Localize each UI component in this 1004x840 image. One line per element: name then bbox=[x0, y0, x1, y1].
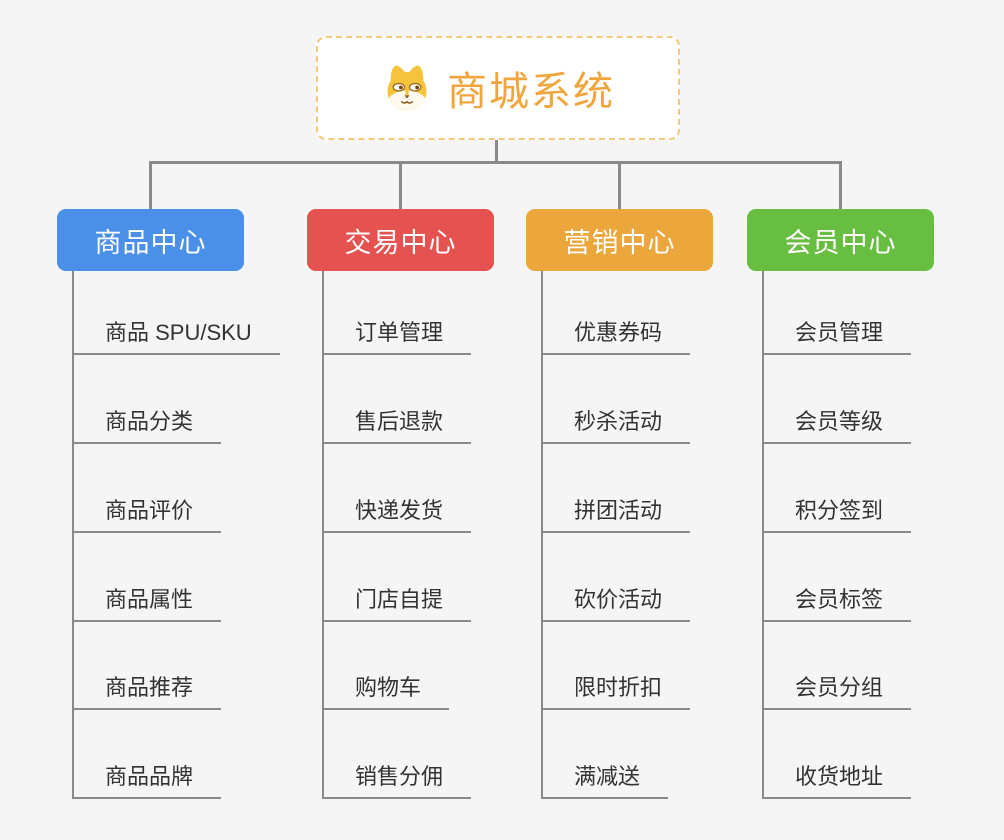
leaf-node[interactable]: 收货地址 bbox=[762, 757, 912, 799]
root-node-label: 商城系统 bbox=[447, 70, 615, 114]
leaf-node[interactable]: 商品分类 bbox=[72, 402, 222, 444]
leaf-node[interactable]: 会员标签 bbox=[762, 580, 912, 622]
root-node[interactable]: 商城系统 bbox=[316, 36, 680, 140]
connector-drop-branch-3 bbox=[618, 163, 621, 209]
leaf-node[interactable]: 优惠券码 bbox=[541, 313, 691, 355]
connector-root-stem bbox=[495, 140, 498, 161]
leaf-node[interactable]: 售后退款 bbox=[322, 402, 472, 444]
leaf-node[interactable]: 销售分佣 bbox=[322, 757, 472, 799]
leaf-node[interactable]: 商品 SPU/SKU bbox=[72, 313, 280, 355]
leaf-node[interactable]: 购物车 bbox=[322, 668, 450, 710]
leaf-node[interactable]: 砍价活动 bbox=[541, 580, 691, 622]
connector-drop-branch-4 bbox=[839, 163, 842, 209]
connector-drop-branch-2 bbox=[399, 163, 402, 209]
branch-node-product-center[interactable]: 商品中心 bbox=[57, 209, 244, 271]
connector-spine-marketing bbox=[541, 271, 543, 799]
connector-spine-member bbox=[762, 271, 764, 799]
leaf-node[interactable]: 会员分组 bbox=[762, 668, 912, 710]
leaf-node[interactable]: 快递发货 bbox=[322, 491, 472, 533]
connector-spine-product bbox=[72, 271, 74, 799]
leaf-node[interactable]: 拼团活动 bbox=[541, 491, 691, 533]
branch-node-trade-center[interactable]: 交易中心 bbox=[307, 209, 494, 271]
leaf-node[interactable]: 会员等级 bbox=[762, 402, 912, 444]
leaf-node[interactable]: 商品品牌 bbox=[72, 757, 222, 799]
dog-face-icon bbox=[381, 62, 433, 114]
leaf-node[interactable]: 会员管理 bbox=[762, 313, 912, 355]
leaf-node[interactable]: 商品评价 bbox=[72, 491, 222, 533]
branch-node-member-center[interactable]: 会员中心 bbox=[747, 209, 934, 271]
connector-drop-branch-1 bbox=[149, 163, 152, 209]
leaf-node[interactable]: 商品属性 bbox=[72, 580, 222, 622]
connector-spine-trade bbox=[322, 271, 324, 799]
leaf-node[interactable]: 秒杀活动 bbox=[541, 402, 691, 444]
leaf-node[interactable]: 订单管理 bbox=[322, 313, 472, 355]
branch-node-marketing-center[interactable]: 营销中心 bbox=[526, 209, 713, 271]
leaf-node[interactable]: 满减送 bbox=[541, 757, 669, 799]
leaf-node[interactable]: 门店自提 bbox=[322, 580, 472, 622]
connector-rail bbox=[149, 161, 842, 164]
leaf-node[interactable]: 商品推荐 bbox=[72, 668, 222, 710]
leaf-node[interactable]: 限时折扣 bbox=[541, 668, 691, 710]
leaf-node[interactable]: 积分签到 bbox=[762, 491, 912, 533]
